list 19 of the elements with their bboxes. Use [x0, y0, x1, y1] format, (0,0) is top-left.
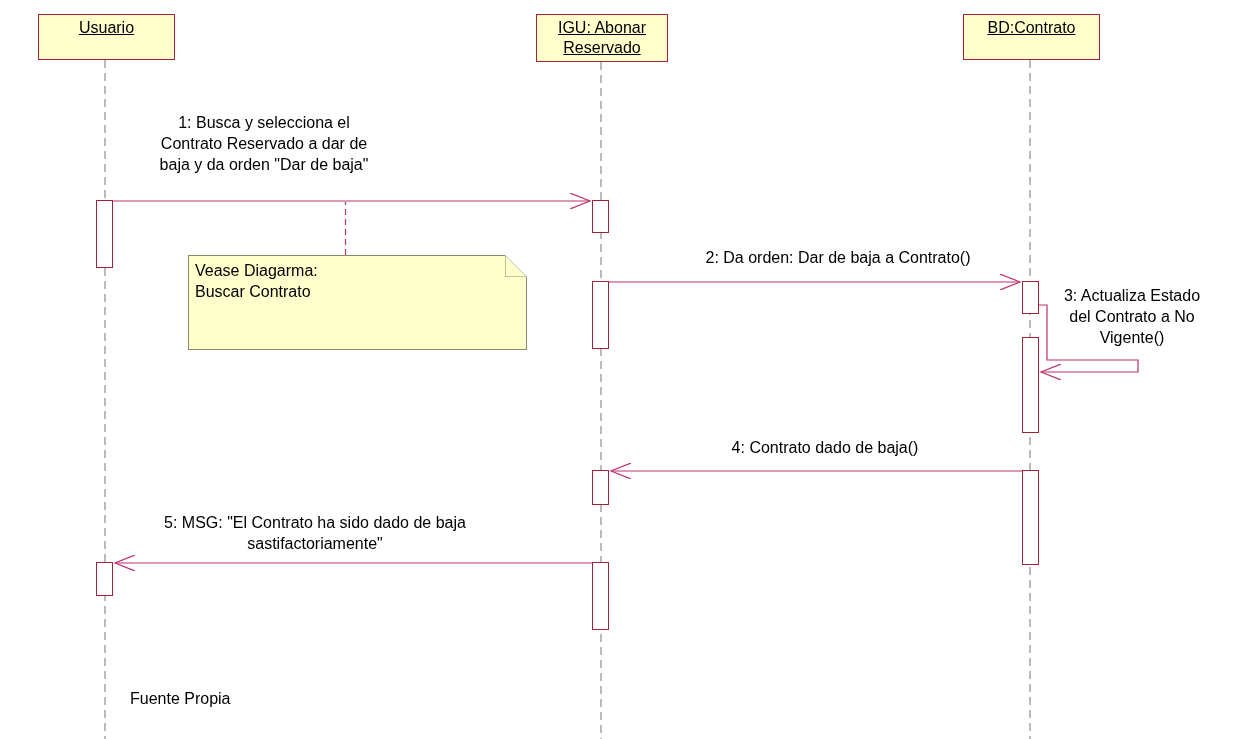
message-arrow	[112, 192, 591, 210]
activation-bar	[1022, 281, 1039, 314]
activation-bar	[592, 470, 609, 505]
activation-bar	[592, 200, 609, 233]
object-box: Usuario	[38, 14, 175, 60]
object-box: BD:Contrato	[963, 14, 1100, 60]
activation-bar	[592, 281, 609, 349]
object-box: IGU: Abonar Reservado	[536, 14, 668, 62]
message-arrow	[1038, 304, 1139, 381]
note: Vease Diagarma: Buscar Contrato	[188, 255, 527, 350]
activation-bar	[96, 200, 113, 268]
message-arrow	[114, 554, 593, 572]
activation-bar	[1022, 470, 1039, 565]
activation-bar	[592, 562, 609, 630]
activation-bar	[1022, 337, 1039, 433]
activation-bar	[96, 562, 113, 596]
message-arrow	[610, 462, 1023, 480]
leader-line	[344, 201, 347, 256]
message-arrow	[608, 273, 1021, 291]
